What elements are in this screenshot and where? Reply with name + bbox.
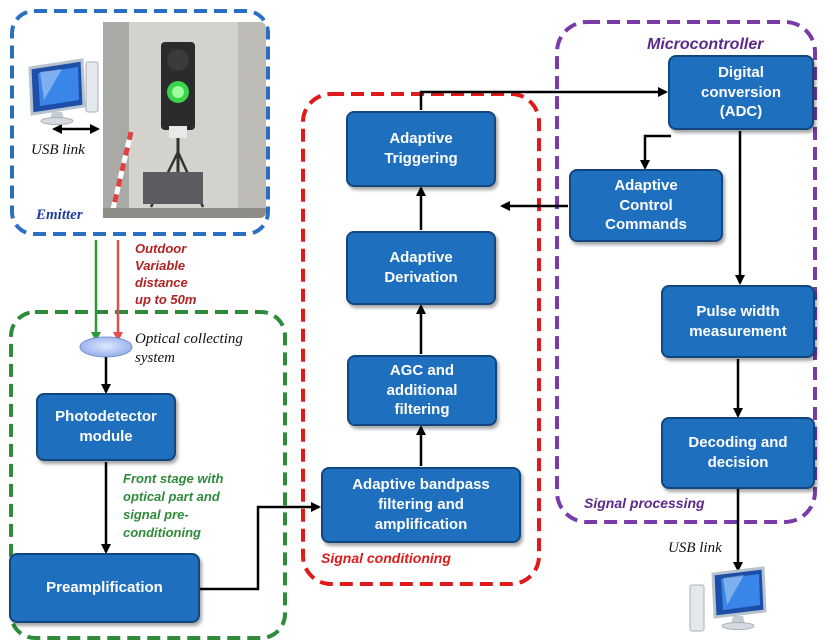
adaptive-triggering-block: Adaptive Triggering bbox=[346, 111, 496, 187]
emitter-group-label: Emitter bbox=[36, 207, 83, 223]
arrow-preamp-to-bandpass bbox=[200, 502, 321, 591]
adaptive-control-commands-block: Adaptive Control Commands bbox=[569, 169, 723, 242]
digital-conversion-adc-block: Digital conversion (ADC) bbox=[668, 55, 814, 130]
signal-conditioning-label: Signal conditioning bbox=[321, 550, 451, 566]
emitter-photo bbox=[103, 22, 266, 218]
microcontroller-label: Microcontroller bbox=[647, 36, 764, 53]
optical-collecting-system-label: Optical collecting system bbox=[135, 331, 243, 366]
agc-filtering-block: AGC and additional filtering bbox=[347, 355, 497, 426]
front-stage-label: Front stage with optical part and signal… bbox=[123, 471, 224, 540]
decoding-decision-block: Decoding and decision bbox=[661, 417, 815, 489]
usb-link-label-top: USB link bbox=[31, 142, 85, 158]
emitter-group-border bbox=[10, 9, 270, 236]
usb-link-label-bottom: USB link bbox=[668, 540, 722, 556]
front-stage-group-border bbox=[9, 310, 287, 640]
adaptive-bandpass-block: Adaptive bandpass filtering and amplific… bbox=[321, 467, 521, 543]
pulse-width-measurement-block: Pulse width measurement bbox=[661, 285, 815, 358]
outdoor-distance-label: Outdoor Variable distance up to 50m bbox=[135, 241, 197, 307]
adaptive-derivation-block: Adaptive Derivation bbox=[346, 231, 496, 305]
computer-icon-bottom bbox=[689, 566, 767, 632]
arrow-triggering-to-adc bbox=[419, 87, 668, 110]
signal-processing-label: Signal processing bbox=[584, 495, 705, 511]
photodetector-module-block: Photodetector module bbox=[36, 393, 176, 461]
preamplification-block: Preamplification bbox=[9, 553, 200, 623]
computer-icon-top bbox=[28, 58, 99, 125]
optical-lens-icon bbox=[79, 336, 133, 358]
arrow-adc-to-control bbox=[640, 134, 671, 170]
microcontroller-group-border bbox=[555, 20, 817, 524]
